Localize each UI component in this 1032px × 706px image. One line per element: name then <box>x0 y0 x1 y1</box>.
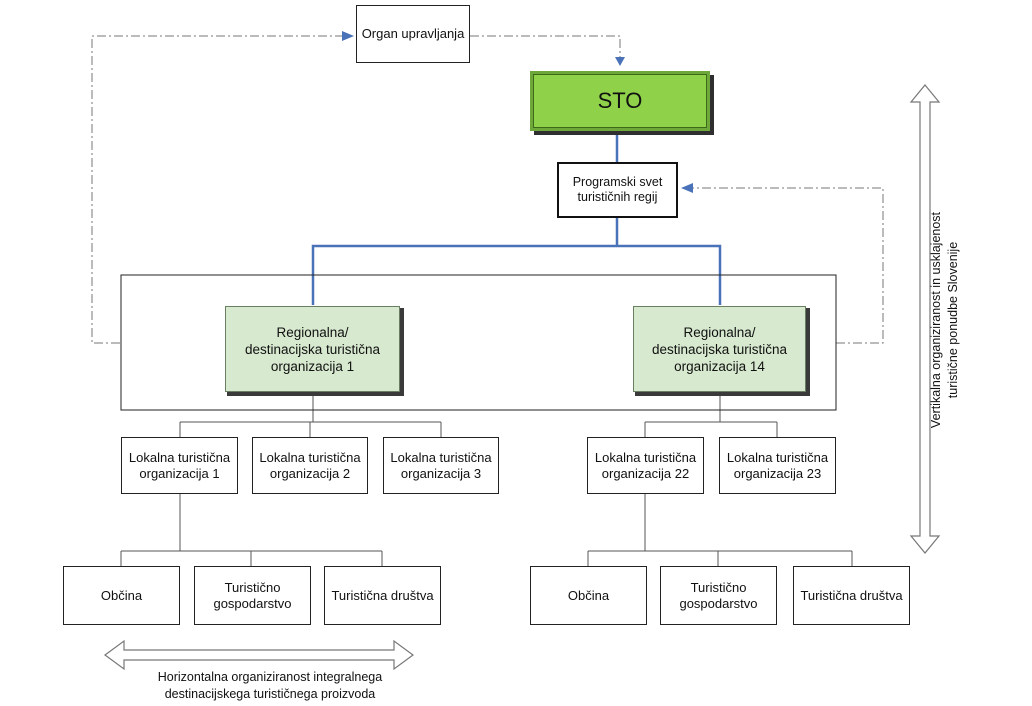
local-organization-22: Lokalna turistična organizacija 22 <box>587 437 704 494</box>
local-22-line-1: Lokalna turistična <box>594 449 697 465</box>
local-1-line-1: Lokalna turistična <box>128 449 231 465</box>
local-organization-3: Lokalna turistična organizacija 3 <box>383 437 499 494</box>
programski-svet-line-2: turističnih regij <box>577 190 658 204</box>
sto-box: STO <box>533 74 707 128</box>
vertical-label-line-2: turistične ponudbe Slovenije <box>946 241 960 399</box>
regional-1-line-3: organizacija 1 <box>270 358 355 374</box>
local-1-line-2: organizacija 1 <box>139 465 220 481</box>
local-organization-23: Lokalna turistična organizacija 23 <box>719 437 836 494</box>
feedback-line-left <box>91 35 348 344</box>
horizontal-organization-label: Horizontalna organiziranost integralnega… <box>95 669 445 703</box>
vertical-organization-label: Vertikalna organiziranost in usklajenost… <box>928 200 966 440</box>
horizontal-double-arrow <box>103 639 415 671</box>
local-22-line-2: organizacija 22 <box>601 465 690 481</box>
organ-upravljanja-box: Organ upravljanja <box>356 5 470 63</box>
regional-14-line-3: organizacija 14 <box>674 358 765 374</box>
programski-svet-box: Programski svet turističnih regij <box>557 162 678 218</box>
sto-label: STO <box>597 88 643 113</box>
local-23-line-1: Lokalna turistična <box>726 449 829 465</box>
organ-upravljanja-label: Organ upravljanja <box>361 26 465 41</box>
local-organization-2: Lokalna turistična organizacija 2 <box>252 437 368 494</box>
programski-svet-line-1: Programski svet <box>572 175 663 189</box>
leaf-drustva-right: Turistična društva <box>793 566 910 625</box>
local-2-line-2: organizacija 2 <box>269 465 351 481</box>
leaf-drustva-right-label: Turistična društva <box>800 587 903 603</box>
leaf-gospodarstvo-right: Turistično gospodarstvo <box>660 566 777 625</box>
vertical-double-arrow <box>909 84 941 554</box>
regional-container <box>120 274 837 411</box>
leaf-gospodarstvo-left: Turistično gospodarstvo <box>194 566 311 625</box>
local-23-line-2: organizacija 23 <box>733 465 822 481</box>
regional-organization-14: Regionalna/ destinacijska turistična org… <box>633 306 806 392</box>
leaf-gospodarstvo-left-label: Turistično gospodarstvo <box>213 579 292 611</box>
local-2-line-1: Lokalna turistična <box>259 449 361 465</box>
regional-14-line-1: Regionalna/ <box>683 324 756 340</box>
leaf-drustva-left-label: Turistična društva <box>331 587 434 603</box>
leaf-obcina-left-label: Občina <box>100 587 143 603</box>
leaf-gospodarstvo-right-label: Turistično gospodarstvo <box>679 579 758 611</box>
leaf-drustva-left: Turistična društva <box>324 566 441 625</box>
arrowhead-sto <box>615 57 625 66</box>
local-3-line-2: organizacija 3 <box>400 465 482 481</box>
leaf-obcina-right: Občina <box>530 566 647 625</box>
arrowhead-programski <box>681 183 693 193</box>
horizontal-label-line-2: destinacijskega turističnega proizvoda <box>164 687 376 701</box>
local-organization-1: Lokalna turistična organizacija 1 <box>121 437 238 494</box>
leaf-obcina-right-label: Občina <box>567 587 610 603</box>
regional-organization-1: Regionalna/ destinacijska turistična org… <box>225 306 400 392</box>
horizontal-label-line-1: Horizontalna organiziranost integralnega <box>157 670 383 684</box>
vertical-label-line-1: Vertikalna organiziranost in usklajenost <box>929 211 943 429</box>
leaf-obcina-left: Občina <box>63 566 180 625</box>
feedback-line-right <box>688 187 884 344</box>
connector-programski-regionals <box>311 218 722 305</box>
local-3-line-1: Lokalna turistična <box>390 449 492 465</box>
regional-14-line-2: destinacijska turistična <box>651 341 788 357</box>
arrowhead-organ <box>342 31 354 41</box>
regional-1-line-1: Regionalna/ <box>276 324 349 340</box>
feedback-line-organ-to-sto <box>470 35 621 58</box>
regional-1-line-2: destinacijska turistična <box>244 341 381 357</box>
